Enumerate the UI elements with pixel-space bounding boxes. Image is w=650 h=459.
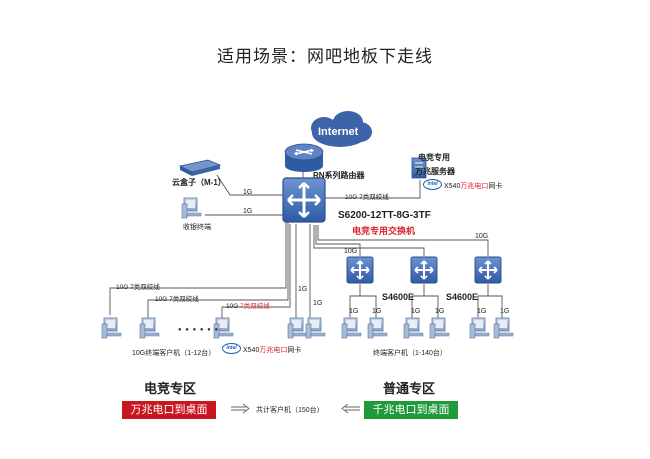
intel-logo-icon: intel	[423, 179, 442, 190]
server-icon	[411, 157, 427, 179]
core-switch-model: S6200-12TT-8G-3TF	[338, 210, 431, 221]
core-switch-icon	[282, 177, 326, 223]
esports-pc-icon	[101, 317, 122, 339]
cloud-box-icon	[178, 159, 222, 176]
link-core-agg1	[315, 225, 361, 256]
link-cloud-box	[216, 174, 283, 196]
client-pc-icon	[493, 317, 514, 339]
client-pc-icon	[287, 317, 308, 339]
link-core-agg3	[317, 225, 489, 256]
link-core-server	[325, 180, 421, 199]
cloud-box-label: 云盒子（M-1）	[172, 178, 226, 187]
internet-label: Internet	[318, 126, 359, 138]
arrow-right-icon	[231, 403, 250, 414]
client-pc-icon	[429, 317, 450, 339]
link-core-agg2	[313, 225, 425, 256]
total-clients-label: 共计客户机（150台）	[256, 407, 324, 414]
esports-ellipsis: ● ● ● ● ● ●	[178, 327, 220, 333]
esports-pc-icon	[139, 317, 160, 339]
internet-cloud-icon	[311, 111, 372, 147]
pc-link-label: 1G	[500, 308, 510, 315]
agg-switch-label: S4600E	[446, 292, 479, 302]
normal-badge: 千兆电口到桌面	[364, 401, 458, 419]
pc-link-label: 1G	[372, 308, 382, 315]
link-label-esports-2: 10G 7类双绞线	[155, 296, 199, 303]
arrow-left-icon	[341, 403, 360, 414]
server-title-line1: 电竞专用	[418, 153, 450, 162]
server-title-line2: 万兆服务器	[415, 167, 455, 176]
link-agg1-pc1	[349, 284, 361, 318]
pc-link-label: 1G	[435, 308, 445, 315]
esports-zone-title: 电竞专区	[144, 381, 197, 396]
intel-logo-icon: intel	[222, 343, 241, 354]
normal-zone-title: 普通专区	[383, 381, 436, 396]
client-pc-icon	[403, 317, 424, 339]
link-esports-2	[147, 222, 289, 318]
core-switch-role: 电竞专用交换机	[352, 226, 416, 236]
links	[109, 170, 503, 318]
link-esports-1	[109, 220, 287, 315]
router-label: RN系列路由器	[313, 171, 365, 180]
agg-switch-label: S4600E	[382, 292, 415, 302]
link-label-cloud: 1G	[243, 189, 253, 196]
link-esports-3	[221, 224, 291, 318]
link-label-agg1: 10G	[344, 248, 358, 255]
router-icon	[284, 143, 324, 172]
link-agg1-pc2	[360, 295, 377, 318]
agg-switch-icon	[410, 256, 438, 284]
link-label-direct-a: 1G	[298, 286, 308, 293]
client-pc-icon	[341, 317, 362, 339]
pc-link-label: 1G	[477, 308, 487, 315]
link-agg3-pc1	[477, 284, 489, 318]
client-pc-icon	[305, 317, 326, 339]
link-label-agg3: 10G	[475, 233, 489, 240]
agg-switch-icon	[474, 256, 502, 284]
client-pc-icon	[367, 317, 388, 339]
link-label-direct-b: 1G	[313, 300, 323, 307]
cashier-label: 收银终端	[183, 224, 211, 231]
esports-clients-label: 10G终端客户机（1-12台）	[132, 350, 216, 357]
link-label-esports-1: 10G 7类双绞线	[116, 284, 160, 291]
pc-link-label: 1G	[349, 308, 359, 315]
normal-clients-label: 终端客户机（1-140台）	[373, 350, 447, 357]
link-agg2-pc2	[424, 295, 439, 318]
client-pc-icon	[469, 317, 490, 339]
pc-link-label: 1G	[411, 308, 421, 315]
link-agg3-pc2	[488, 295, 503, 318]
agg-switch-icon	[346, 256, 374, 284]
link-label-cashier: 1G	[243, 208, 253, 215]
cashier-terminal-icon	[181, 197, 202, 219]
link-agg2-pc1	[411, 284, 425, 318]
link-label-core-server: 10G 7类双绞线	[345, 194, 389, 201]
server-nic-label: X540万兆电口网卡	[444, 183, 503, 190]
page-title: 适用场景：网吧地板下走线	[217, 47, 433, 66]
esports-badge: 万兆电口到桌面	[122, 401, 216, 419]
link-label-esports-3: 10G 7类双绞线	[226, 303, 270, 310]
esports-nic-label: X540万兆电口网卡	[243, 347, 302, 354]
